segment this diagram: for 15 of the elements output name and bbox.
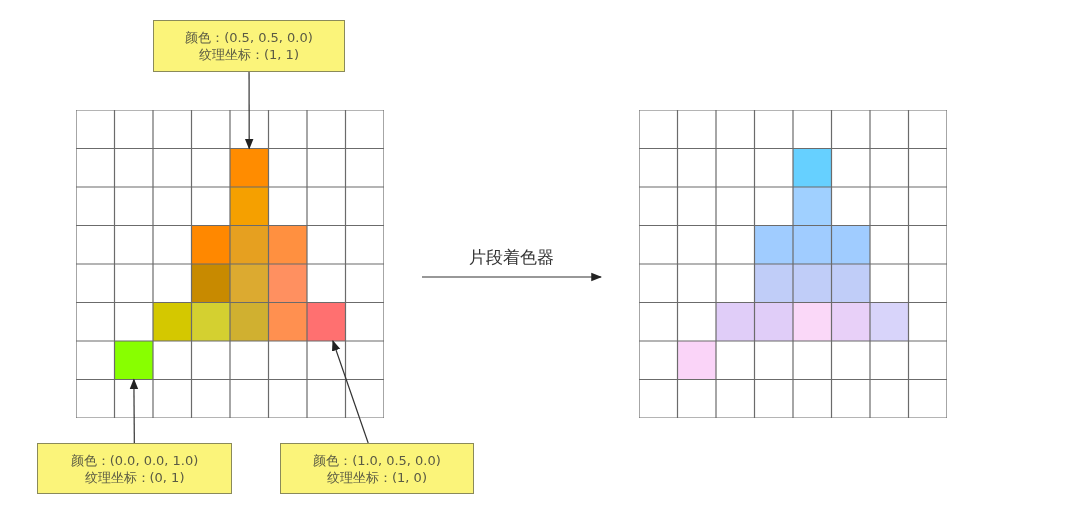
callout-box	[280, 443, 474, 494]
pixel-grid	[639, 110, 947, 418]
callout-text: 纹理坐标：(0, 1)	[84, 468, 185, 486]
callout-box	[37, 443, 232, 494]
callout-text: 颜色：(0.0, 0.0, 1.0)	[70, 451, 199, 469]
pixel-grid	[76, 110, 384, 418]
leader-arrow	[332, 340, 369, 444]
leader-arrow	[244, 71, 254, 150]
arrow	[421, 272, 603, 282]
callout-box	[153, 20, 345, 72]
callout-text: 纹理坐标：(1, 0)	[327, 468, 427, 486]
callout-text: 颜色：(0.5, 0.5, 0.0)	[185, 29, 313, 46]
callout-text: 纹理坐标：(1, 1)	[199, 46, 299, 63]
callout-text: 颜色：(1.0, 0.5, 0.0)	[313, 451, 441, 469]
leader-arrow	[129, 378, 139, 444]
